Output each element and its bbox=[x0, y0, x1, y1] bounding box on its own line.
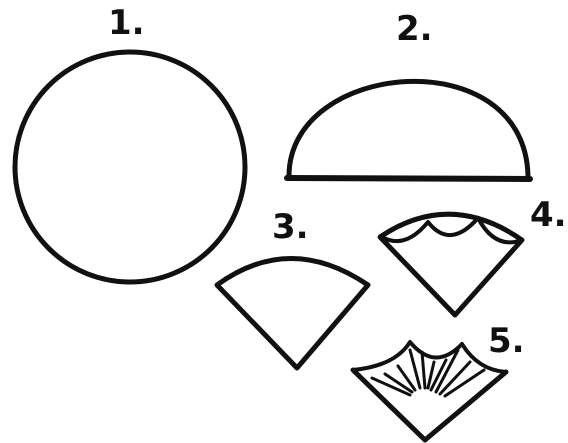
step-2-label: 2. bbox=[396, 12, 433, 46]
step-1-label: 1. bbox=[108, 6, 145, 40]
step-4-scalloped-sector bbox=[380, 214, 522, 315]
step-2-half-circle bbox=[287, 81, 530, 179]
step-5-label: 5. bbox=[488, 324, 525, 358]
step-5-pleated-sector bbox=[353, 342, 506, 440]
step-3-sector bbox=[217, 259, 368, 369]
step-1-circle bbox=[15, 52, 245, 282]
step-4-label: 4. bbox=[530, 198, 567, 232]
step-3-label: 3. bbox=[272, 210, 309, 244]
